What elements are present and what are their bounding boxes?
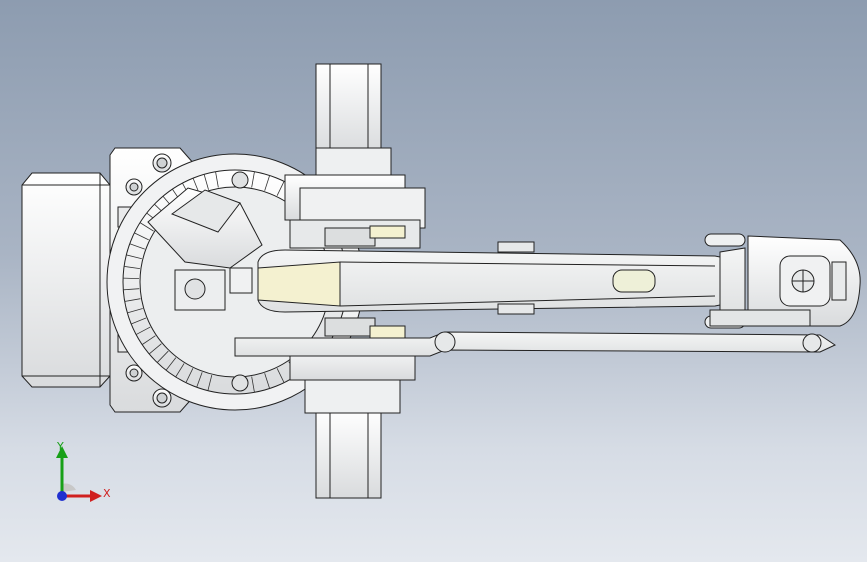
upper-arm-link	[257, 241, 746, 315]
ring-tick	[126, 254, 142, 260]
y-axis-label: Y	[57, 440, 64, 453]
ring-tick	[141, 335, 156, 345]
bottom-axis-motor	[289, 339, 416, 499]
ring-tick	[156, 350, 169, 363]
ring-tick	[264, 175, 270, 191]
ring-tick	[185, 368, 194, 383]
ring-tick	[165, 357, 177, 371]
shoulder-joint	[174, 225, 406, 339]
base-mount-block	[21, 172, 111, 388]
ring-tick	[175, 363, 185, 378]
ring-tick	[129, 243, 145, 250]
wrist-assembly	[704, 233, 861, 329]
x-axis-arrowhead	[90, 490, 102, 502]
coordinate-triad: Y X	[40, 438, 120, 518]
ring-tick	[131, 317, 147, 325]
base-motor-housing	[147, 187, 263, 269]
ring-tick	[251, 171, 255, 188]
ring-tick	[196, 372, 203, 388]
ring-tick	[124, 266, 140, 270]
ring-tick	[203, 174, 209, 190]
ring-tick	[127, 308, 143, 314]
ring-tick	[264, 373, 270, 389]
top-axis-motor	[284, 63, 426, 249]
ring-tick	[123, 277, 140, 280]
ring-tick	[139, 222, 154, 232]
ring-tick	[276, 368, 285, 383]
ring-tick	[123, 288, 140, 291]
ring-tick	[148, 343, 162, 355]
ring-tick	[134, 232, 149, 241]
ring-tick	[207, 375, 213, 391]
ring-tick	[251, 376, 255, 393]
y-axis-arrowhead	[56, 446, 68, 458]
axis-triad-graphic	[56, 446, 102, 502]
ring-tick	[215, 171, 219, 188]
z-axis-dot	[57, 491, 67, 501]
x-axis-label: X	[103, 487, 111, 500]
ring-tick	[135, 326, 151, 335]
ring-tick	[276, 181, 285, 196]
ring-tick	[124, 298, 141, 302]
